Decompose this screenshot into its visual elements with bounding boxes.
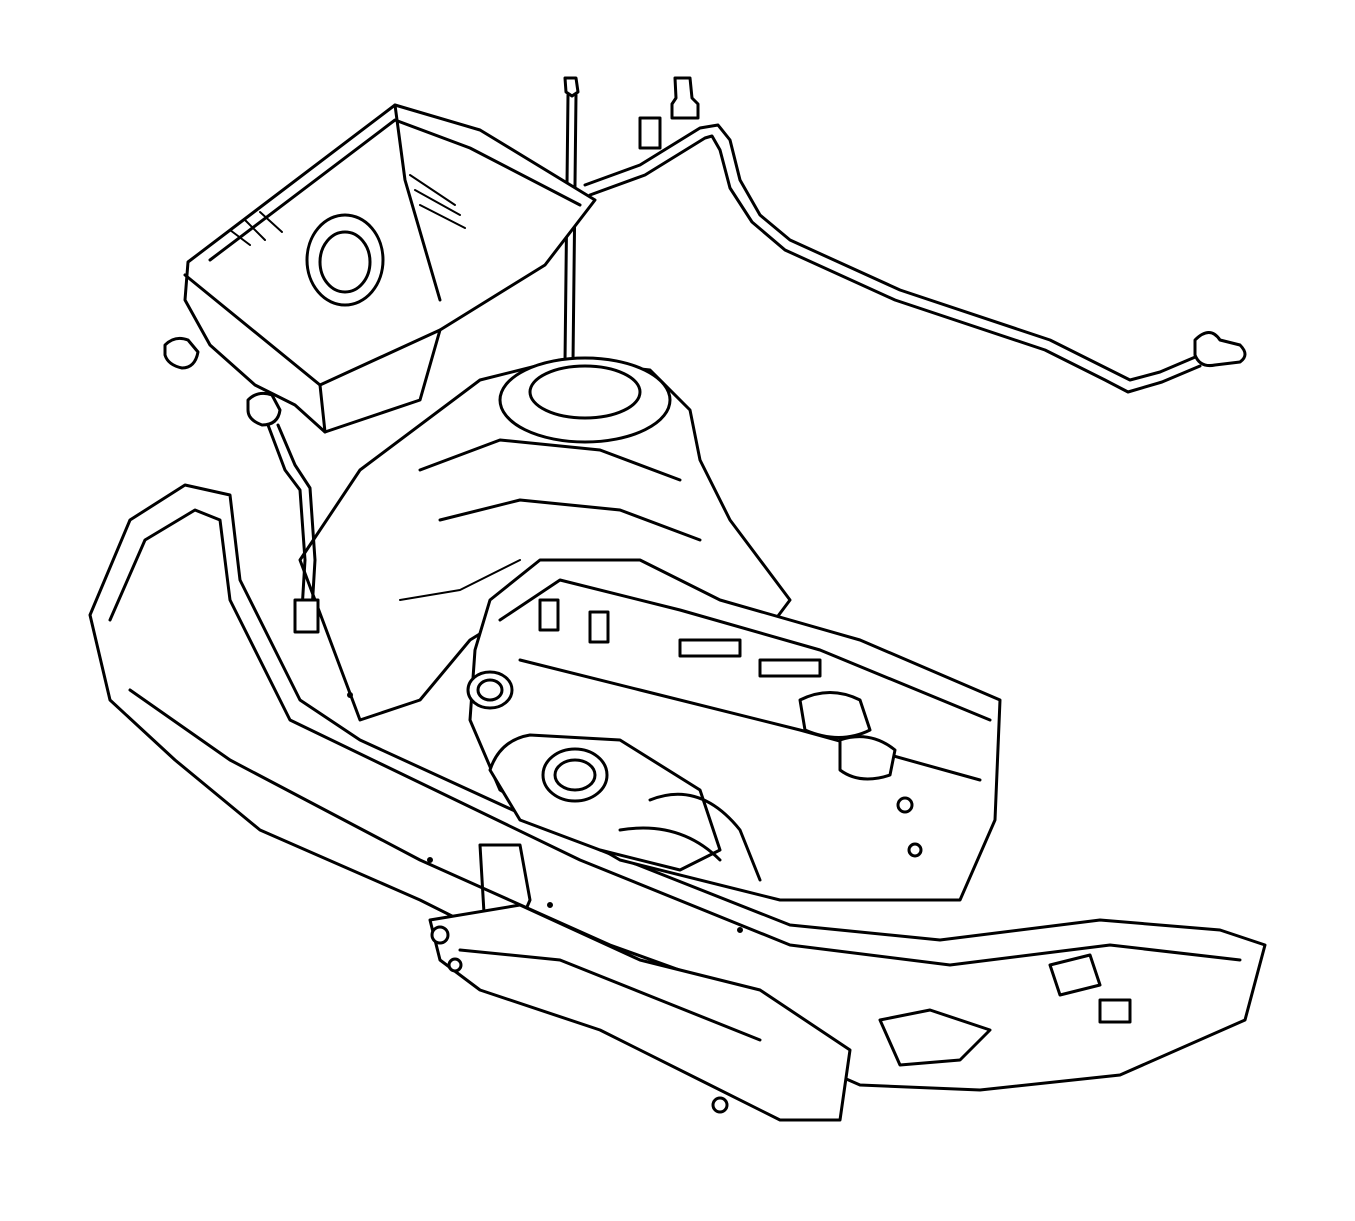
air-cleaner-housing (163, 103, 597, 434)
crankcase-vent-hose (266, 423, 320, 634)
front-crossmember (428, 903, 852, 1122)
fuel-feed-line (583, 76, 1247, 394)
front-frame-rail (88, 483, 1267, 1092)
transmission-bellhousing (298, 356, 792, 722)
exhaust-manifold (488, 733, 762, 882)
